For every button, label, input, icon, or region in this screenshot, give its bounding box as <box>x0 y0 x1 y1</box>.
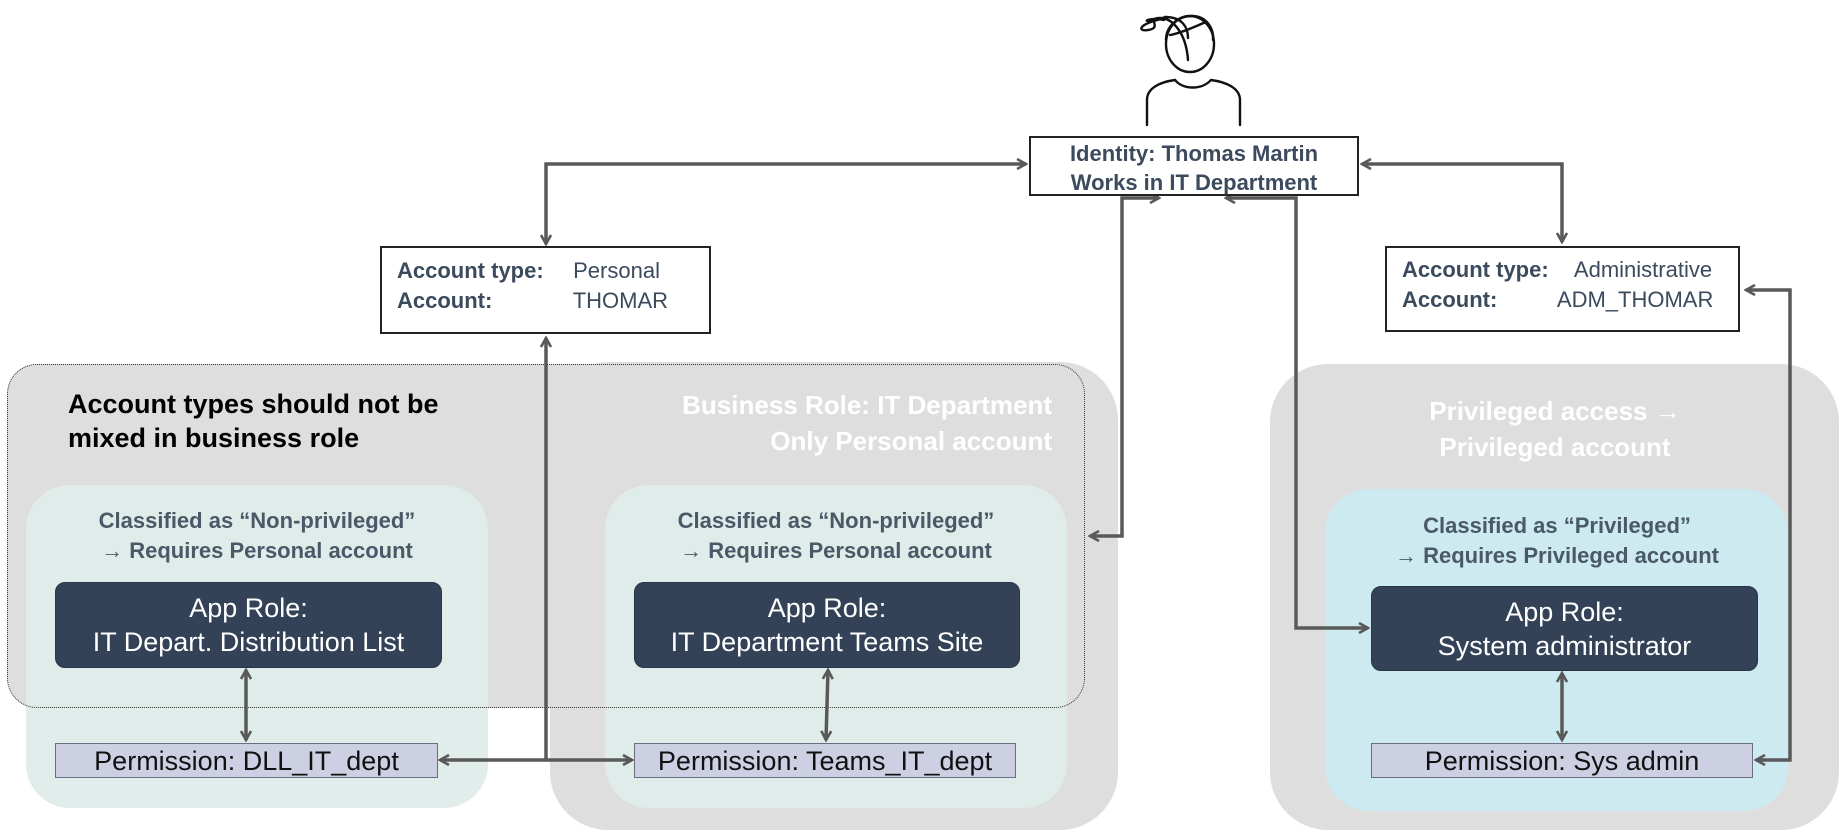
privileged-role-name: Privileged access → <box>1429 396 1681 426</box>
classification-line: Classified as “Privileged” <box>1423 513 1691 538</box>
account-label: Account: <box>1402 287 1498 312</box>
business-role-name: Business Role: IT Department <box>682 390 1052 420</box>
app-role-teams-site: App Role: IT Department Teams Site <box>634 582 1020 668</box>
person-icon <box>1140 14 1242 127</box>
identity-department: Works in IT Department <box>1070 170 1318 195</box>
permission-label: Permission: Sys admin <box>1424 745 1700 776</box>
classification-line: Classified as “Non-privileged” <box>98 508 416 533</box>
account-label: Account: <box>397 288 493 313</box>
classification-requirement: → Requires Personal account <box>680 538 992 563</box>
business-role-title: Business Role: IT Department Only Person… <box>600 387 1052 459</box>
account-type-value: Administrative <box>1573 257 1713 282</box>
admin-account-box: Account type: Administrative Account: AD… <box>1385 246 1740 332</box>
classification-distribution-list: Classified as “Non-privileged” → Require… <box>40 506 474 566</box>
privileged-role-title: Privileged access → Privileged account <box>1330 393 1780 465</box>
personal-account-box: Account type: Personal Account: THOMAR <box>380 246 711 334</box>
arrow-admin-sysadmin-permission <box>1746 290 1792 760</box>
app-role-label: App Role: <box>1505 596 1624 627</box>
arrow-identity-business-role <box>1090 198 1159 536</box>
app-role-name: System administrator <box>1437 630 1692 661</box>
app-role-name: IT Department Teams Site <box>670 627 984 657</box>
permission-sys-admin: Permission: Sys admin <box>1371 743 1753 778</box>
mixing-warning-note: Account types should not be mixed in bus… <box>68 387 528 455</box>
permission-dll-it-dept: Permission: DLL_IT_dept <box>55 743 438 778</box>
account-value: THOMAR <box>572 288 669 313</box>
arrow-identity-personal <box>546 164 1026 244</box>
classification-requirement: → Requires Privileged account <box>1395 543 1719 568</box>
privileged-role-rule: Privileged account <box>1439 432 1671 462</box>
permission-teams-it-dept: Permission: Teams_IT_dept <box>634 743 1016 778</box>
classification-line: Classified as “Non-privileged” <box>677 508 995 533</box>
account-value: ADM_THOMAR <box>1556 287 1714 312</box>
app-role-label: App Role: <box>189 593 308 623</box>
account-type-label: Account type: <box>397 258 544 283</box>
arrow-app2-permission <box>826 670 828 740</box>
classification-system-admin: Classified as “Privileged” → Requires Pr… <box>1340 511 1774 571</box>
note-line-2: mixed in business role <box>68 423 360 453</box>
classification-teams-site: Classified as “Non-privileged” → Require… <box>619 506 1053 566</box>
account-type-value: Personal <box>573 258 660 283</box>
arrow-identity-sysadmin <box>1226 198 1368 628</box>
classification-requirement: → Requires Personal account <box>101 538 413 563</box>
app-role-name: IT Depart. Distribution List <box>92 627 405 657</box>
permission-label: Permission: Teams_IT_dept <box>657 745 993 776</box>
note-line-1: Account types should not be <box>68 389 439 419</box>
identity-name: Identity: Thomas Martin <box>1069 141 1319 166</box>
business-role-rule: Only Personal account <box>770 426 1052 456</box>
app-role-label: App Role: <box>767 593 887 623</box>
arrow-identity-admin <box>1362 164 1562 242</box>
permission-label: Permission: DLL_IT_dept <box>94 745 399 776</box>
account-type-label: Account type: <box>1402 257 1549 282</box>
app-role-system-admin: App Role: System administrator <box>1371 586 1758 671</box>
app-role-distribution-list: App Role: IT Depart. Distribution List <box>55 582 442 668</box>
identity-box: Identity: Thomas Martin Works in IT Depa… <box>1029 136 1359 196</box>
